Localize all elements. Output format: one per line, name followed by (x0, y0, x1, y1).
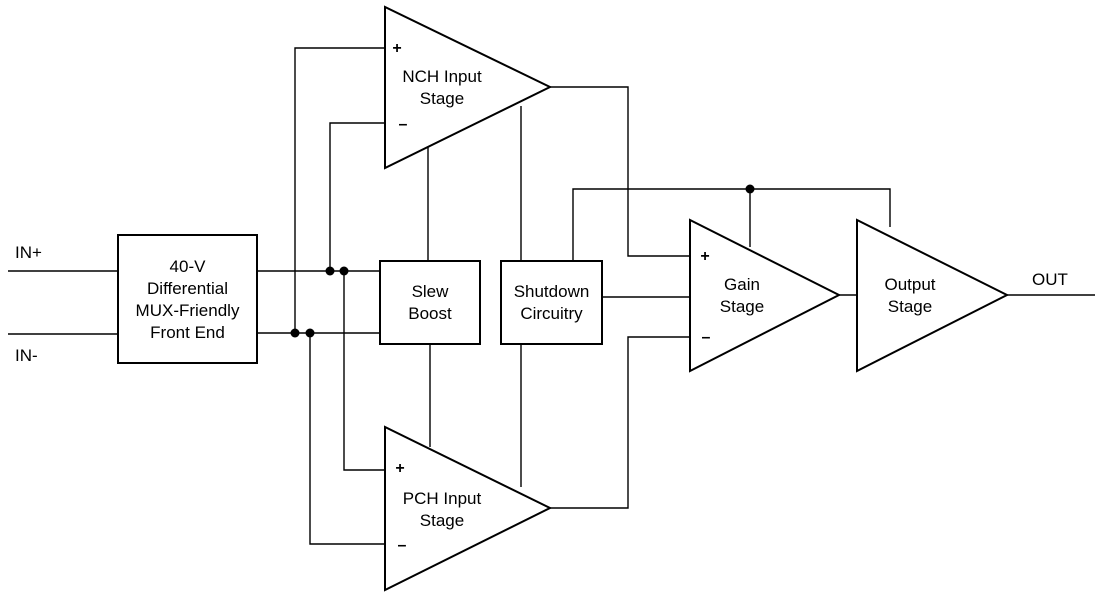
wire-nch-minus (329, 122, 385, 271)
output-label-line-2: Stage (888, 297, 932, 316)
out-label: OUT (1032, 270, 1068, 289)
slew-boost-line-1: Slew (412, 282, 450, 301)
nch-minus-sign: – (399, 116, 408, 133)
pch-input-stage: + – PCH Input Stage (384, 425, 553, 592)
pch-minus-sign: – (398, 537, 407, 554)
gain-plus-sign: + (700, 248, 709, 265)
wire-nch-plus (294, 47, 385, 333)
slew-boost-block: Slew Boost (379, 260, 481, 345)
junction-dot (339, 266, 349, 276)
pch-label-line-1: PCH Input (403, 489, 482, 508)
gain-minus-sign: – (702, 329, 711, 346)
junction-dot (325, 266, 335, 276)
shutdown-line-1: Shutdown (514, 282, 590, 301)
gain-stage: + – Gain Stage (689, 218, 842, 373)
front-end-line-3: MUX-Friendly (136, 301, 240, 320)
wire-pch-out (550, 336, 690, 509)
junction-dot (305, 328, 315, 338)
in-plus-label: IN+ (15, 243, 42, 262)
in-minus-label: IN- (15, 346, 38, 365)
wire-pch-minus (309, 333, 385, 545)
wire-nch-out (550, 86, 690, 257)
nch-label-line-1: NCH Input (402, 67, 482, 86)
nch-label-line-2: Stage (420, 89, 464, 108)
output-label-line-1: Output (884, 275, 935, 294)
front-end-line-2: Differential (147, 279, 228, 298)
shutdown-line-2: Circuitry (520, 304, 583, 323)
nch-input-stage: + – NCH Input Stage (384, 5, 553, 170)
pch-label-line-2: Stage (420, 511, 464, 530)
shutdown-block: Shutdown Circuitry (500, 260, 603, 345)
front-end-line-1: 40-V (170, 257, 207, 276)
front-end-block: 40-V Differential MUX-Friendly Front End (117, 234, 258, 364)
wire-pch-plus (343, 271, 385, 471)
gain-label-line-1: Gain (724, 275, 760, 294)
nch-plus-sign: + (392, 40, 401, 57)
wires (8, 47, 1095, 545)
junction-dot (745, 184, 755, 194)
junctions (290, 184, 755, 338)
wire-top-bus (572, 188, 891, 261)
output-stage: Output Stage (856, 218, 1010, 373)
gain-label-line-2: Stage (720, 297, 764, 316)
pch-plus-sign: + (395, 460, 404, 477)
junction-dot (290, 328, 300, 338)
slew-boost-line-2: Boost (408, 304, 452, 323)
front-end-line-4: Front End (150, 323, 225, 342)
